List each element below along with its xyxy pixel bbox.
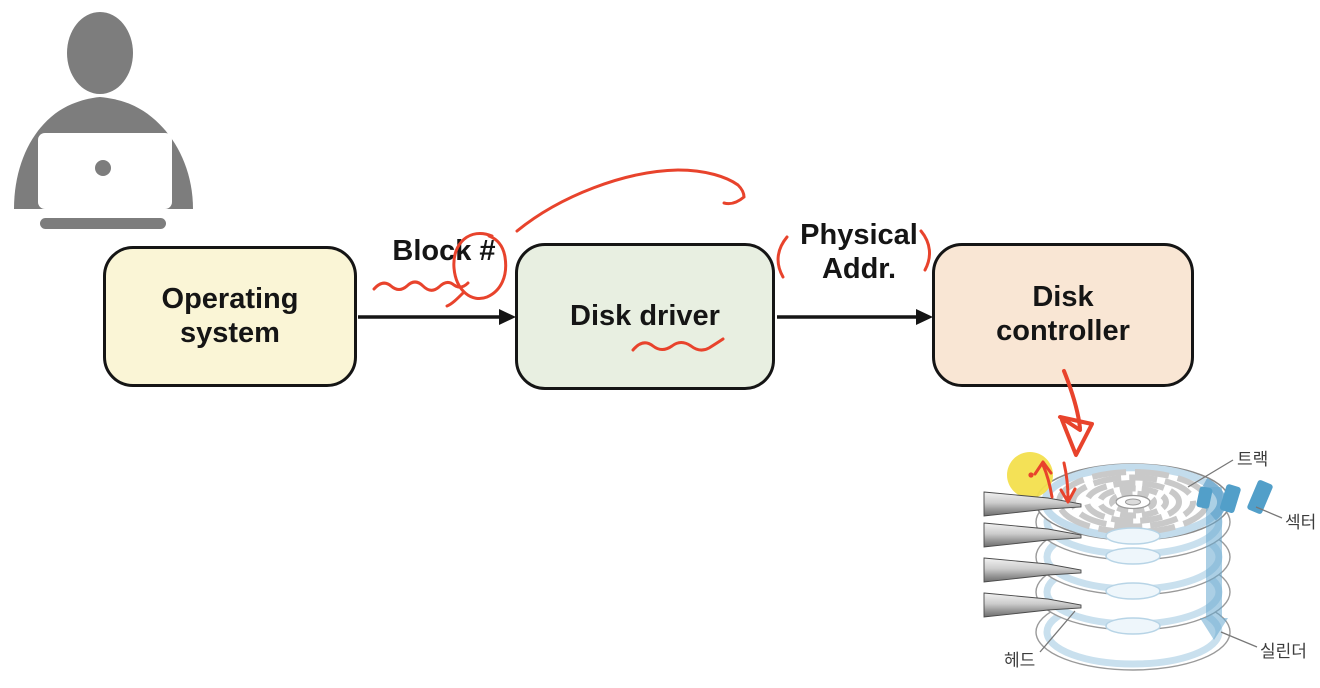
person-at-laptop-icon: [14, 12, 193, 229]
spindle-hole: [1125, 498, 1141, 506]
underline-under-block-number: [372, 280, 470, 292]
person-head: [67, 12, 133, 94]
node-disk-controller: Disk controller: [932, 243, 1194, 387]
node-operating-system: Operating system: [103, 246, 357, 387]
track-label: 트랙: [1237, 450, 1268, 469]
laptop-logo-dot: [95, 160, 111, 176]
sector-dashes: [1196, 480, 1273, 514]
cylinder-label: 실린더: [1260, 642, 1307, 661]
physical-addr-line2: Addr.: [821, 252, 897, 285]
node-disk-controller-label: Disk controller: [996, 281, 1130, 347]
node-disk-driver-label: Disk driver: [570, 299, 720, 332]
node-disk-driver: Disk driver: [515, 243, 775, 390]
disk-stack-illustration: 트랙 섹터 실린더 헤드: [983, 450, 1316, 671]
sector-label: 섹터: [1285, 513, 1316, 532]
arm-3: [983, 557, 1082, 583]
physical-addr-line1: Physical: [800, 219, 918, 251]
head-label: 헤드: [1004, 651, 1035, 670]
edge-label-block-number: Block #: [392, 235, 496, 267]
yellow-highlight-circle: [1007, 452, 1053, 498]
spindle-bumps: [1105, 527, 1161, 635]
curved-arrow-block-to-physical-addr: [515, 168, 746, 233]
desk-bar: [40, 218, 166, 229]
arm-2: [983, 522, 1082, 548]
arm-4: [983, 592, 1082, 618]
edge-label-physical-addr: Physical Addr.: [786, 219, 932, 286]
node-operating-system-label: Operating system: [161, 282, 299, 349]
arrow-os-to-driver-head: [499, 309, 516, 325]
disk-arms: [983, 491, 1082, 618]
arrow-driver-to-controller-head: [916, 309, 933, 325]
label-leader-lines: [1039, 459, 1283, 653]
cylinder-band-arrow: [1200, 487, 1228, 640]
